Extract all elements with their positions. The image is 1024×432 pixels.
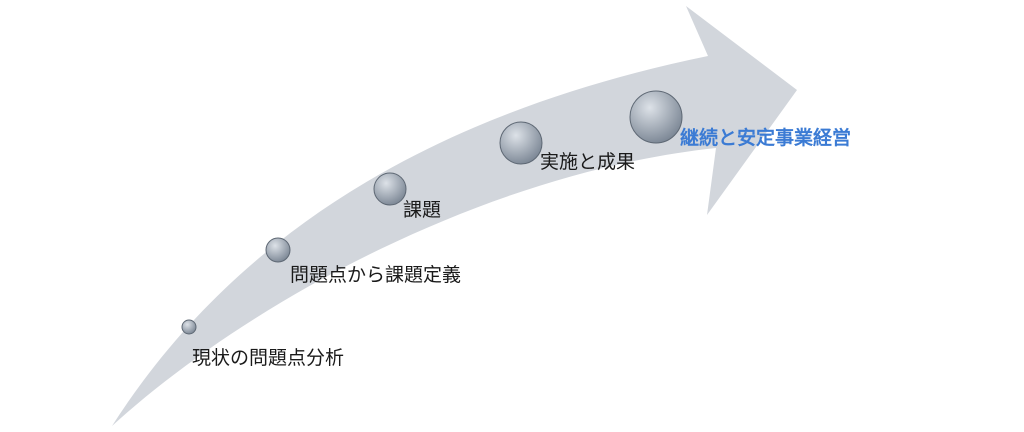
step-label-issues: 課題 [403, 199, 442, 221]
milestone-circle-3 [373, 172, 407, 206]
milestone-circle-1 [181, 319, 197, 335]
milestone-circle-2 [265, 237, 291, 263]
step-label-implementation: 実施と成果 [540, 151, 636, 173]
curved-arrow [112, 6, 797, 426]
milestone-circle-4 [499, 121, 543, 165]
goal-label-stable-business: 継続と安定事業経営 [680, 127, 852, 149]
step-label-issue-definition: 問題点から課題定義 [290, 264, 462, 286]
step-label-current-analysis: 現状の問題点分析 [192, 347, 345, 369]
milestone-circle-5 [629, 90, 683, 144]
